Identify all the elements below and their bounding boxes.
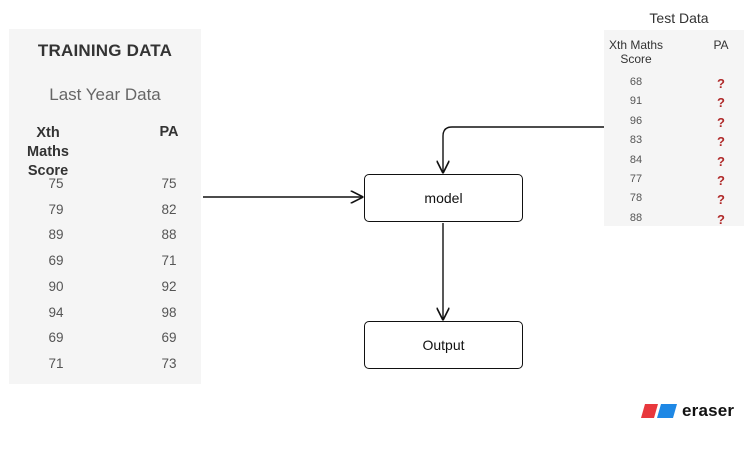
test-score-cell: 91 [629, 95, 643, 108]
training-score-cell: 89 [48, 227, 64, 243]
test-pa-unknown-cell: ? [717, 192, 725, 208]
training-row: 71 73 [9, 356, 201, 382]
test-pa-unknown-cell: ? [717, 153, 725, 169]
test-data-panel: Xth Maths Score PA 68?91?96?83?84?77?78?… [604, 30, 744, 227]
test-pa-unknown-cell: ? [717, 134, 725, 150]
training-data-subtitle: Last Year Data [49, 85, 161, 104]
test-score-cell: 84 [629, 153, 643, 166]
training-score-cell: 79 [48, 201, 64, 217]
training-header-pa: PA [159, 124, 179, 140]
training-score-cell: 90 [48, 278, 64, 294]
output-node[interactable]: Output [364, 321, 523, 369]
training-data-title: TRAINING DATA [37, 41, 173, 60]
training-score-cell: 75 [48, 176, 64, 191]
test-header-score: Xth Maths Score [608, 38, 664, 66]
test-header-pa: PA [713, 38, 729, 52]
training-row: 75 75 [9, 176, 201, 202]
test-score-cell: 83 [629, 134, 643, 147]
test-score-cell: 77 [629, 173, 643, 185]
test-pa-unknown-cell: ? [717, 114, 725, 130]
eraser-logo-icon [641, 404, 677, 418]
model-node[interactable]: model [364, 174, 523, 222]
test-score-cell: 96 [629, 114, 643, 127]
training-header-score: Xth Maths Score [27, 125, 69, 179]
test-row: 78? [604, 192, 744, 211]
test-pa-unknown-cell: ? [717, 173, 725, 188]
test-pa-unknown-cell: ? [717, 76, 725, 91]
test-score-cell: 68 [629, 76, 643, 88]
training-pa-cell: 98 [161, 304, 177, 320]
training-row: 69 71 [9, 253, 201, 279]
training-row: 79 82 [9, 202, 201, 228]
test-score-cell: 78 [629, 192, 643, 205]
test-row: 96? [604, 115, 744, 134]
training-row: 90 92 [9, 279, 201, 305]
training-pa-cell: 82 [161, 201, 177, 217]
training-row: 94 98 [9, 305, 201, 331]
training-pa-cell: 75 [161, 176, 177, 191]
test-row: 88? [604, 212, 744, 231]
test-row: 83? [604, 134, 744, 153]
training-pa-cell: 88 [161, 227, 177, 243]
test-row: 84? [604, 154, 744, 173]
test-pa-unknown-cell: ? [717, 95, 725, 111]
training-pa-cell: 92 [161, 278, 177, 294]
eraser-brand: eraser [641, 401, 734, 421]
training-score-cell: 94 [48, 304, 64, 320]
test-pa-unknown-cell: ? [717, 211, 725, 227]
training-row: 89 88 [9, 227, 201, 253]
training-score-cell: 69 [48, 330, 64, 346]
test-row: 91? [604, 95, 744, 114]
training-row: 69 69 [9, 330, 201, 356]
training-score-cell: 69 [48, 253, 64, 269]
arrow-test-to-model [443, 126, 604, 172]
test-row: 68? [604, 76, 744, 95]
training-pa-cell: 71 [161, 253, 177, 269]
training-data-panel: TRAINING DATA Last Year Data Xth Maths S… [9, 29, 201, 384]
training-score-cell: 71 [48, 355, 64, 371]
test-score-cell: 88 [629, 211, 643, 224]
test-row: 77? [604, 173, 744, 192]
test-data-title: Test Data [649, 10, 709, 26]
eraser-wordmark: eraser [682, 401, 735, 420]
training-pa-cell: 73 [161, 355, 177, 371]
training-pa-cell: 69 [161, 330, 177, 346]
